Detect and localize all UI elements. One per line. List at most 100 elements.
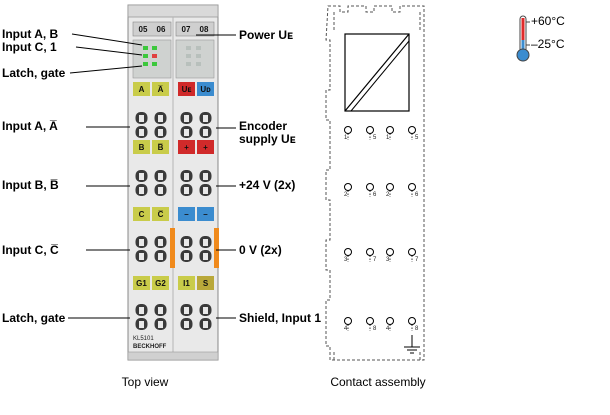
wire-clamp[interactable] <box>180 304 193 316</box>
contact-number: 2 <box>344 192 348 198</box>
label-encoder: Encoder <box>239 119 287 133</box>
wire-clamp[interactable] <box>180 318 193 330</box>
wire-clamp[interactable] <box>199 184 212 196</box>
wire-clamp[interactable] <box>154 318 167 330</box>
label-power-ue: Power Uᴇ <box>239 28 293 42</box>
chip-ud: Uᴅ <box>200 85 211 94</box>
contact-number: 6 <box>415 192 419 198</box>
label-latch-gate-top: Latch, gate <box>2 66 66 80</box>
contact-number: 3 <box>344 257 348 263</box>
contact-point <box>408 317 416 325</box>
contact-point <box>386 183 394 191</box>
contact-number: 5 <box>373 135 377 141</box>
wire-clamp[interactable] <box>135 184 148 196</box>
contact-point <box>366 317 374 325</box>
caption-top-view: Top view <box>122 375 169 389</box>
temp-min-label: –25°C <box>531 37 565 51</box>
chip-b: B <box>139 143 145 152</box>
label-latch-gate-bottom: Latch, gate <box>2 311 66 325</box>
wire-clamp[interactable] <box>135 318 148 330</box>
led-group <box>143 46 201 66</box>
wire-clamp[interactable] <box>199 112 212 124</box>
terminal-module: 05 06 07 08 A A̅ Uᴇ Uᴅ <box>127 4 219 361</box>
brand-label: BECKHOFF <box>133 344 167 350</box>
label-input-b-bbar: Input B, B̅ <box>2 178 59 192</box>
wire-clamp[interactable] <box>135 236 148 248</box>
contact-point <box>386 317 394 325</box>
caption-contact-assembly: Contact assembly <box>330 375 425 389</box>
contact-number: 3 <box>386 257 390 263</box>
label-input-ab: Input A, B <box>2 27 59 41</box>
temp-max-label: +60°C <box>531 14 565 28</box>
contact-number: 8 <box>415 326 419 332</box>
wire-clamp[interactable] <box>154 236 167 248</box>
chip-a: A <box>139 85 145 94</box>
wire-clamp[interactable] <box>199 236 212 248</box>
contact-point <box>366 126 374 134</box>
wire-clamp[interactable] <box>154 250 167 262</box>
wire-clamp[interactable] <box>154 112 167 124</box>
wire-clamp[interactable] <box>199 304 212 316</box>
contact-number: 7 <box>415 257 419 263</box>
wire-clamp[interactable] <box>180 250 193 262</box>
wire-clamp[interactable] <box>135 170 148 182</box>
wire-clamp[interactable] <box>180 112 193 124</box>
wire-clamp[interactable] <box>154 126 167 138</box>
contact-point <box>408 126 416 134</box>
wire-clamp[interactable] <box>135 304 148 316</box>
chip-s: S <box>203 279 209 288</box>
chip-g1: G1 <box>136 279 147 288</box>
wire-clamp[interactable] <box>135 250 148 262</box>
wire-clamp[interactable] <box>154 184 167 196</box>
chip-c: C <box>139 210 145 219</box>
label-encoder-supply: supply Uᴇ <box>239 132 296 146</box>
led-header-06: 06 <box>157 25 166 34</box>
led-header-05: 05 <box>139 25 148 34</box>
contact-point <box>386 126 394 134</box>
wire-clamp[interactable] <box>180 236 193 248</box>
wire-clamp[interactable] <box>199 126 212 138</box>
thermometer-icon <box>516 15 530 62</box>
chip-plus-2: + <box>203 143 208 152</box>
wire-clamp[interactable] <box>199 250 212 262</box>
contact-number: 7 <box>373 257 377 263</box>
contact-point <box>408 183 416 191</box>
contact-point <box>366 248 374 256</box>
wire-clamp[interactable] <box>154 170 167 182</box>
contact-number: 1 <box>344 135 348 141</box>
wire-clamp[interactable] <box>180 184 193 196</box>
chip-a-bar: A̅ <box>157 85 163 94</box>
chip-g2: G2 <box>155 279 166 288</box>
contact-point <box>344 126 352 134</box>
chip-plus-1: + <box>184 143 189 152</box>
wire-clamp[interactable] <box>135 126 148 138</box>
contact-point <box>366 183 374 191</box>
contact-number: 4 <box>344 326 348 332</box>
left-labels: Input A, B Input C, 1 Latch, gate Input … <box>2 27 143 325</box>
contact-number: 8 <box>373 326 377 332</box>
contact-point <box>386 248 394 256</box>
contact-point <box>344 317 352 325</box>
contact-point <box>408 248 416 256</box>
wire-clamp[interactable] <box>135 112 148 124</box>
label-input-c1: Input C, 1 <box>2 40 57 54</box>
wire-clamps <box>135 112 212 330</box>
contact-number: 5 <box>415 135 419 141</box>
wire-clamp[interactable] <box>180 170 193 182</box>
label-zero-v: 0 V (2x) <box>239 243 282 257</box>
wire-clamp[interactable] <box>199 318 212 330</box>
right-labels: Power Uᴇ Encoder supply Uᴇ +24 V (2x) 0 … <box>196 28 321 325</box>
wire-clamp[interactable] <box>199 170 212 182</box>
chip-ue: Uᴇ <box>182 85 192 94</box>
contact-number: 4 <box>386 326 390 332</box>
wire-clamp[interactable] <box>180 126 193 138</box>
wire-clamp[interactable] <box>154 304 167 316</box>
chip-i1: I1 <box>183 279 190 288</box>
label-plus-24v: +24 V (2x) <box>239 178 295 192</box>
contact-point <box>344 183 352 191</box>
led-header-08: 08 <box>200 25 209 34</box>
contact-number: 1 <box>386 135 390 141</box>
